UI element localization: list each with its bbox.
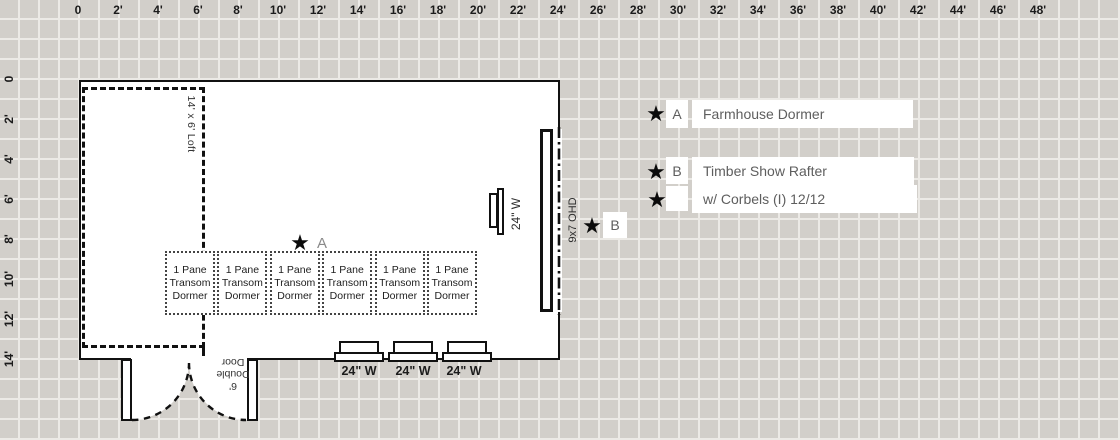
ruler-top-tick: 44' bbox=[949, 3, 967, 17]
door-label: 6' Double Door bbox=[212, 356, 254, 392]
legend-row-c-text: w/ Corbels (I) 12/12 bbox=[703, 191, 826, 207]
loft-area[interactable] bbox=[82, 87, 205, 348]
dormer-label-line3: Dormer bbox=[434, 289, 470, 302]
ruler-left-tick: 6' bbox=[2, 194, 16, 204]
bottom-window-3-sill[interactable] bbox=[442, 352, 492, 362]
ruler-top-tick: 10' bbox=[269, 3, 287, 17]
ruler-top-tick: 28' bbox=[629, 3, 647, 17]
ruler-left-tick: 4' bbox=[2, 154, 16, 164]
ruler-top-tick: 8' bbox=[233, 3, 243, 17]
ruler-top-tick: 48' bbox=[1029, 3, 1047, 17]
ruler-top-tick: 42' bbox=[909, 3, 927, 17]
ruler-left-tick: 12' bbox=[2, 310, 16, 328]
legend-row-b-text: Timber Show Rafter bbox=[703, 163, 827, 179]
bottom-window-3-label: 24" W bbox=[446, 364, 482, 378]
ruler-top-tick: 22' bbox=[509, 3, 527, 17]
ruler-top-tick: 26' bbox=[589, 3, 607, 17]
ruler-left-tick: 10' bbox=[2, 270, 16, 288]
legend-marker-c-box bbox=[666, 186, 688, 211]
dormer-label-line2: Transom bbox=[221, 276, 263, 289]
dormer-label-line1: 1 Pane bbox=[435, 263, 469, 276]
ruler-top-tick: 20' bbox=[469, 3, 487, 17]
bottom-window-1-label: 24" W bbox=[341, 364, 377, 378]
ruler-top-tick: 24' bbox=[549, 3, 567, 17]
legend-marker-b-box: B bbox=[666, 157, 688, 184]
legend-star-b-icon: ★ bbox=[646, 159, 666, 184]
door-label-line1: 6' bbox=[229, 380, 237, 392]
dormer-label-line1: 1 Pane bbox=[173, 263, 207, 276]
legend-marker-b: B bbox=[672, 162, 682, 179]
dormer-label-line2: Transom bbox=[274, 276, 316, 289]
dormer-label-line2: Transom bbox=[326, 276, 368, 289]
legend-row-b-text-box: Timber Show Rafter bbox=[692, 157, 914, 185]
dormer-label-line3: Dormer bbox=[172, 289, 208, 302]
star-marker-a-icon[interactable]: ★ bbox=[290, 230, 310, 255]
ruler-left-tick: 0 bbox=[2, 75, 16, 83]
loft-edge-extension bbox=[202, 348, 205, 360]
dormer-label-line3: Dormer bbox=[224, 289, 260, 302]
ruler-top-tick: 6' bbox=[193, 3, 203, 17]
side-window-label: 24" W bbox=[509, 197, 523, 231]
marker-a-letter: A bbox=[317, 235, 328, 252]
ruler-top-tick: 18' bbox=[429, 3, 447, 17]
legend-row-c-text-box: w/ Corbels (I) 12/12 bbox=[692, 185, 917, 213]
side-window-outer-rect[interactable] bbox=[497, 188, 504, 235]
dormer-label-line2: Transom bbox=[169, 276, 211, 289]
ruler-top-tick: 36' bbox=[789, 3, 807, 17]
dormer-label-line1: 1 Pane bbox=[382, 263, 417, 276]
dormer-label-line3: Dormer bbox=[382, 289, 418, 302]
door-left-jamb bbox=[121, 359, 132, 421]
legend-star-c-icon: ★ bbox=[647, 187, 667, 212]
dormer-label-line2: Transom bbox=[379, 276, 421, 289]
legend-row-a-text-box: Farmhouse Dormer bbox=[692, 100, 913, 128]
dormer-label-line2: Transom bbox=[431, 276, 473, 289]
dormer-item[interactable]: 1 Pane Transom Dormer bbox=[269, 251, 320, 315]
ruler-top-tick: 32' bbox=[709, 3, 727, 17]
door-swing-area bbox=[131, 356, 247, 420]
ruler-top-tick: 12' bbox=[309, 3, 327, 17]
ruler-top-tick: 38' bbox=[829, 3, 847, 17]
dormer-item[interactable]: 1 Pane Transom Dormer bbox=[322, 251, 373, 315]
dormer-label-line1: 1 Pane bbox=[225, 263, 260, 276]
door-label-line2: Double bbox=[216, 368, 250, 380]
door-label-line3: Door bbox=[221, 356, 245, 368]
ruler-top-tick: 46' bbox=[989, 3, 1007, 17]
double-door[interactable] bbox=[117, 348, 262, 426]
overhead-door[interactable] bbox=[540, 129, 553, 312]
dormer-item[interactable]: 1 Pane Transom Dormer bbox=[427, 251, 477, 315]
ruler-top-tick: 14' bbox=[349, 3, 367, 17]
ohd-opening-centerline bbox=[557, 127, 561, 315]
dormer-label-line1: 1 Pane bbox=[330, 263, 364, 276]
dormer-label-line1: 1 Pane bbox=[278, 263, 312, 276]
bottom-window-1-sill[interactable] bbox=[334, 352, 384, 362]
star-marker-b-icon[interactable]: ★ bbox=[582, 213, 602, 238]
bottom-window-2-sill[interactable] bbox=[388, 352, 438, 362]
ruler-top-tick: 4' bbox=[153, 3, 163, 17]
ruler-top-tick: 40' bbox=[869, 3, 887, 17]
ohd-label: 9x7 OHD bbox=[567, 197, 579, 243]
dormer-label-line3: Dormer bbox=[277, 289, 313, 302]
bottom-window-2-label: 24" W bbox=[395, 364, 431, 378]
door-swing-arcs bbox=[131, 362, 247, 422]
ruler-top-tick: 2' bbox=[113, 3, 123, 17]
dormer-label-line3: Dormer bbox=[329, 289, 365, 302]
dormer-item[interactable]: 1 Pane Transom Dormer bbox=[217, 251, 268, 315]
legend-marker-a: A bbox=[672, 106, 682, 122]
ruler-left-tick: 14' bbox=[2, 350, 16, 368]
marker-b-letter-box: B bbox=[603, 212, 627, 238]
dormer-item[interactable]: 1 Pane Transom Dormer bbox=[374, 251, 425, 315]
ruler-left-tick: 8' bbox=[2, 234, 16, 244]
loft-label: 14' x 6' Loft bbox=[185, 95, 197, 153]
door-right-jamb bbox=[247, 359, 258, 421]
dormer-item[interactable]: 1 Pane Transom Dormer bbox=[165, 251, 215, 315]
legend-marker-a-box: A bbox=[666, 100, 688, 128]
ruler-left-tick: 2' bbox=[2, 114, 16, 124]
marker-b-letter: B bbox=[610, 217, 620, 233]
ruler-top-tick: 34' bbox=[749, 3, 767, 17]
ruler-top-tick: 0 bbox=[74, 3, 82, 17]
legend-star-a-icon: ★ bbox=[646, 101, 666, 126]
ruler-top-tick: 16' bbox=[389, 3, 407, 17]
legend-row-a-text: Farmhouse Dormer bbox=[703, 106, 825, 122]
ruler-top-tick: 30' bbox=[669, 3, 687, 17]
